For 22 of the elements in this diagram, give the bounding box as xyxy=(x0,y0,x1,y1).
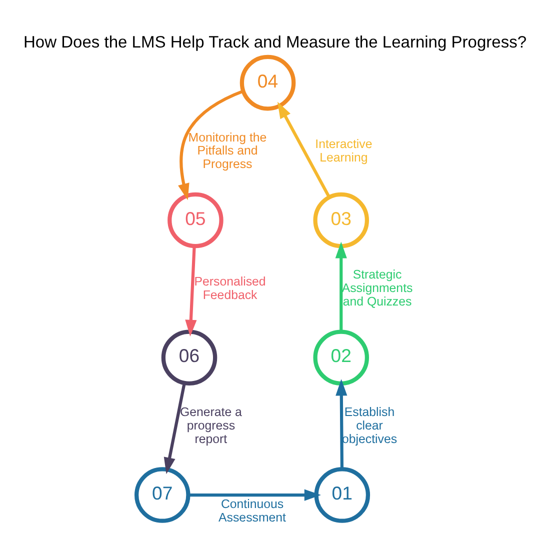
node-circle: 05 xyxy=(168,192,224,248)
diagram-title: How Does the LMS Help Track and Measure the Learning Progress? xyxy=(23,32,527,51)
node-circle: 02 xyxy=(313,329,370,386)
edge-label: Personalised Feedback xyxy=(194,274,266,302)
arrow xyxy=(188,488,321,500)
edge-label: Strategic Assignments and Quizzes xyxy=(342,267,413,308)
arrow xyxy=(277,101,331,198)
edge-label: Continuous Assessment xyxy=(218,496,286,524)
node-circle: 03 xyxy=(313,192,370,248)
node-circle: 06 xyxy=(161,329,218,386)
node-circle: 07 xyxy=(134,466,190,522)
edge-label: Interactive Learning xyxy=(315,136,372,164)
node-circle: 01 xyxy=(314,466,370,522)
arrow xyxy=(335,241,347,332)
node-circle: 04 xyxy=(240,54,296,110)
arrow xyxy=(178,89,244,200)
edge-label: Monitoring the Pitfalls and Progress xyxy=(188,130,267,171)
edge-label: Generate a progress report xyxy=(180,404,242,446)
edge-label: Establish clear objectives xyxy=(342,404,398,446)
arrow xyxy=(185,246,197,336)
arrow xyxy=(164,382,186,474)
arrow xyxy=(336,378,348,469)
